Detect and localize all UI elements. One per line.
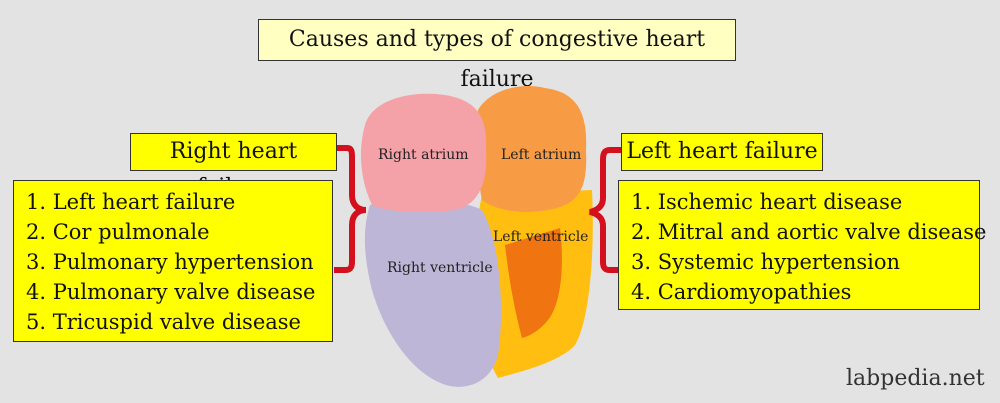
right-heart-failure-heading: Right heart failure [130,133,337,200]
list-item: 5. Tricuspid valve disease [26,310,301,334]
list-item: 3. Pulmonary hypertension [26,250,314,274]
left-ventricle-label: Left ventricle [493,229,589,245]
list-item: 1. Left heart failure [26,190,236,214]
list-item: 4. Pulmonary valve disease [26,280,316,304]
list-item: 1. Ischemic heart disease [631,190,903,214]
left-atrium-shape [475,86,587,212]
right-ventricle-shape [364,200,502,387]
left-ventricle-cavity-shape [505,228,562,338]
left-bracket [589,147,622,273]
list-item: 2. Mitral and aortic valve disease [631,220,987,244]
right-bracket [334,145,367,273]
right-ventricle-label: Right ventricle [387,260,493,276]
list-item: 3. Systemic hypertension [631,250,901,274]
left-heart-failure-heading: Left heart failure [621,133,823,171]
list-item: 4. Cardiomyopathies [631,280,852,304]
left-heart-failure-causes: 1. Ischemic heart disease 2. Mitral and … [618,180,987,310]
right-heart-failure-causes: 1. Left heart failure 2. Cor pulmonale 3… [13,180,333,342]
right-atrium-label: Right atrium [378,147,469,163]
list-item: 2. Cor pulmonale [26,220,210,244]
right-atrium-shape [360,93,487,213]
left-atrium-label: Left atrium [501,147,582,163]
watermark: labpedia.net [846,366,985,391]
